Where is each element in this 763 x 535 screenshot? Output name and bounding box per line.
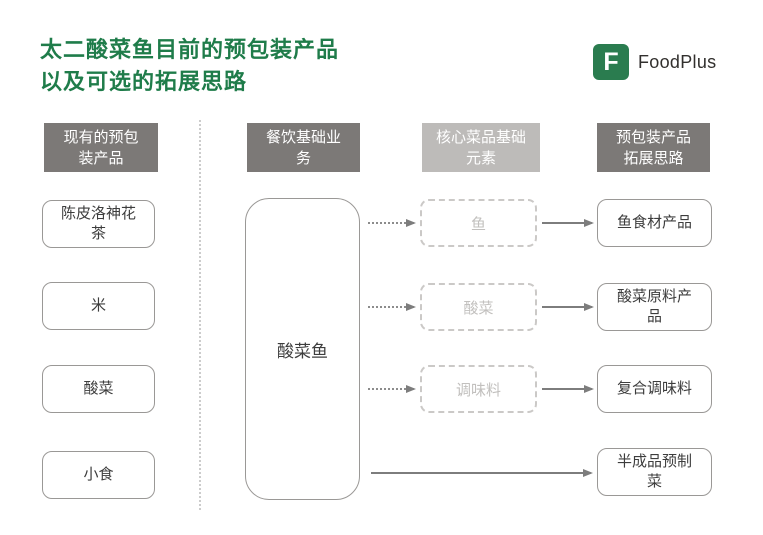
column-header-expansion-ideas: 预包装产品拓展思路 [597, 123, 710, 172]
dotted-arrow-fish [368, 219, 416, 227]
core-element-box-pickled-cabbage: 酸菜 [420, 283, 537, 331]
base-business-box: 酸菜鱼 [245, 198, 360, 500]
column-header-base-business: 餐饮基础业务 [247, 123, 360, 172]
core-element-box-seasoning: 调味料 [420, 365, 537, 413]
foodplus-logo-text: FoodPlus [638, 51, 717, 72]
solid-arrow-seasoning-products [542, 385, 594, 393]
existing-product-box-pickled-cabbage: 酸菜 [42, 365, 155, 413]
page-title: 太二酸菜鱼目前的预包装产品 以及可选的拓展思路 [40, 34, 460, 98]
solid-arrow-cabbage-products [542, 303, 594, 311]
dotted-arrow-pickled-cabbage [368, 303, 416, 311]
dotted-arrow-seasoning [368, 385, 416, 393]
expansion-idea-box-fish-ingredients: 鱼食材产品 [597, 199, 712, 247]
column-header-core-elements: 核心菜品基础元素 [422, 123, 540, 172]
existing-product-box-rice: 米 [42, 282, 155, 330]
page-title-line1: 太二酸菜鱼目前的预包装产品 [40, 37, 340, 62]
solid-arrow-precooked-dishes [371, 469, 593, 477]
foodplus-logo: F FoodPlus [593, 44, 716, 80]
column-header-existing-products: 现有的预包装产品 [44, 123, 158, 172]
existing-product-box-tea: 陈皮洛神花茶 [42, 200, 155, 248]
expansion-idea-box-compound-seasoning: 复合调味料 [597, 365, 712, 413]
core-element-box-fish: 鱼 [420, 199, 537, 247]
foodplus-logo-icon: F [593, 44, 629, 80]
existing-product-box-snacks: 小食 [42, 451, 155, 499]
expansion-idea-box-precooked-dishes: 半成品预制菜 [597, 448, 712, 496]
expansion-idea-box-cabbage-ingredients: 酸菜原料产品 [597, 283, 712, 331]
column-divider [199, 120, 201, 510]
solid-arrow-fish-products [542, 219, 594, 227]
page-title-line2: 以及可选的拓展思路 [40, 69, 248, 94]
